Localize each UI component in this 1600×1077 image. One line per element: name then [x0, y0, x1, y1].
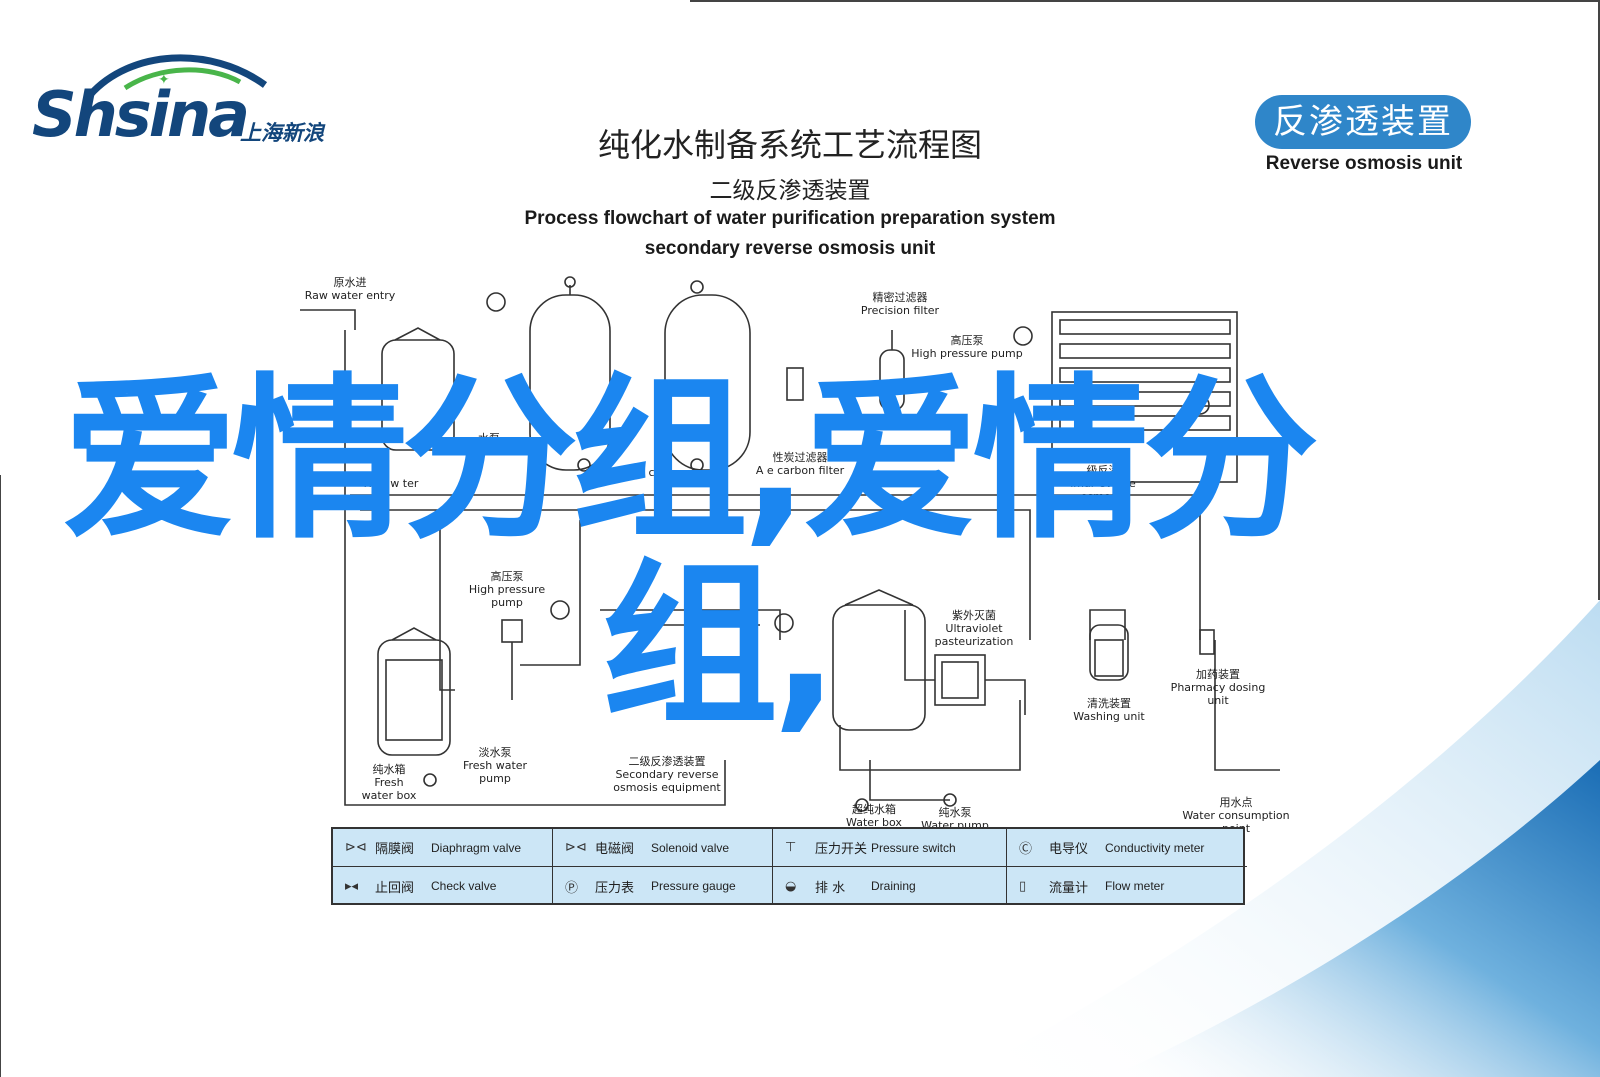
legend-label-zh: 止回阀 [375, 880, 415, 896]
secondary-ro-vessel-top [844, 589, 914, 606]
secondary-loop-a [600, 609, 781, 640]
legend-label-en: Pressure gauge [651, 879, 736, 893]
legend-label-en: Solenoid valve [651, 840, 730, 855]
draining-icon: ◒ [785, 878, 797, 894]
overlay-caption-line-2: 组, [602, 544, 839, 749]
uv-sterilizer [934, 654, 986, 706]
legend-item: Ⓒ 电导仪 Conductivity meter [1007, 829, 1247, 867]
legend-label-zh: 压力开关 [815, 842, 868, 857]
raw-water-tank [381, 339, 455, 451]
legend-label-zh: 排 水 [815, 880, 846, 896]
page-subtitle-en: secondary reverse osmosis unit [644, 238, 936, 259]
legend-label-en: Check valve [431, 879, 497, 893]
swoosh-dark [1110, 760, 1600, 1077]
legend-label-en: Conductivity meter [1105, 840, 1205, 855]
water-pump-symbol [943, 793, 957, 807]
dosing-cartridge [786, 367, 804, 401]
solenoid-valve-icon: ⊳⊲ [565, 840, 587, 855]
legend-item: ◒ 排 水 Draining [773, 867, 1007, 905]
legend-label-en: Draining [871, 879, 916, 893]
ro-unit-badge-caption: Reverse osmosis unit [1265, 153, 1463, 174]
legend-item: ⊳⊲ 电磁阀 Solenoid valve [553, 829, 773, 867]
logo-arc-icon: ✦ [87, 54, 268, 98]
water-pump-pipe [869, 760, 950, 801]
legend-label-zh: 隔膜阀 [375, 842, 415, 857]
pharmacy-dosing-cartridge [1199, 629, 1215, 655]
secondary-ro-vessel [832, 604, 926, 731]
uv-output-pipe [985, 679, 1026, 715]
legend-label-zh: 流量计 [1049, 880, 1089, 896]
pressure-gauge-1 [486, 292, 506, 312]
legend-label-zh: 压力表 [595, 880, 635, 896]
label-raw-water-box: Raw w ter [363, 477, 419, 490]
washing-unit-tank [1089, 624, 1129, 681]
fresh-water-tank-top [391, 627, 437, 641]
main-return-pipe [344, 330, 726, 806]
legend-label-en: Diaphragm valve [431, 840, 522, 855]
washing-unit-pipe [1089, 609, 1126, 640]
ultrapure-loop [839, 700, 1021, 771]
consumption-pipe [1214, 640, 1280, 771]
legend-label-zh: 电磁阀 [595, 842, 635, 857]
fresh-water-tank [377, 639, 451, 756]
legend-item: ▯ 流量计 Flow meter [1007, 867, 1247, 905]
overlay-caption: 爱情分组,爱情分 组, [62, 368, 1412, 740]
conductivity-meter-2 [1190, 395, 1210, 415]
pressure-gauge-2 [1013, 326, 1033, 346]
raw-water-inlet-pipe [300, 309, 356, 330]
conductivity-meter-icon: Ⓒ [1019, 842, 1033, 857]
legend-label-zh: 电导仪 [1049, 842, 1089, 857]
primary-ro-output-pipe [350, 494, 1201, 640]
flow-meter-icon: ▯ [1019, 878, 1027, 894]
overlay-caption-line-1: 爱情分组,爱情分 [62, 358, 1319, 563]
ro-unit-badge: 反渗透装置 [1255, 95, 1471, 149]
page-subtitle-zh: 二级反渗透装置 [709, 178, 871, 204]
high-pressure-feed-pipe [520, 520, 581, 666]
pressure-gauge-icon: Ⓟ [565, 880, 579, 896]
ultrapure-box-pump [855, 798, 869, 812]
primary-ro-rack [1051, 311, 1238, 483]
activated-carbon-filter-vessel [664, 294, 751, 471]
page-title-zh: 纯化水制备系统工艺流程图 [597, 126, 983, 164]
symbol-legend: ⊳⊲ 隔膜阀 Diaphragm valve ⊳⊲ 电磁阀 Solenoid valve ⊤… [331, 827, 1247, 905]
page-title-en: Process flowchart of water purification … [524, 208, 1056, 229]
logo-subtext: 上海新浪 [240, 121, 324, 145]
logo-wordmark: Shsina [32, 78, 250, 151]
legend-item: ▸◂ 止回阀 Check valve [333, 867, 553, 905]
label-mechanical-filter: Mech cal [615, 466, 665, 479]
legend-label-en: Flow meter [1105, 879, 1165, 893]
concentrate-pipe [360, 509, 1031, 640]
check-valve-icon: ▸◂ [345, 878, 359, 894]
legend-item: ⊳⊲ 隔膜阀 Diaphragm valve [333, 829, 553, 867]
pressure-gauge-3 [550, 600, 570, 620]
diaphragm-valve-icon: ⊳⊲ [345, 840, 367, 855]
svg-text:✦: ✦ [158, 72, 170, 88]
conductivity-meter-1 [774, 613, 794, 633]
legend-label-en: Pressure switch [871, 840, 956, 855]
legend-item: Ⓟ 压力表 Pressure gauge [553, 867, 773, 905]
raw-water-tank-top [394, 327, 441, 341]
pressure-switch-icon: ⊤ [785, 840, 797, 855]
